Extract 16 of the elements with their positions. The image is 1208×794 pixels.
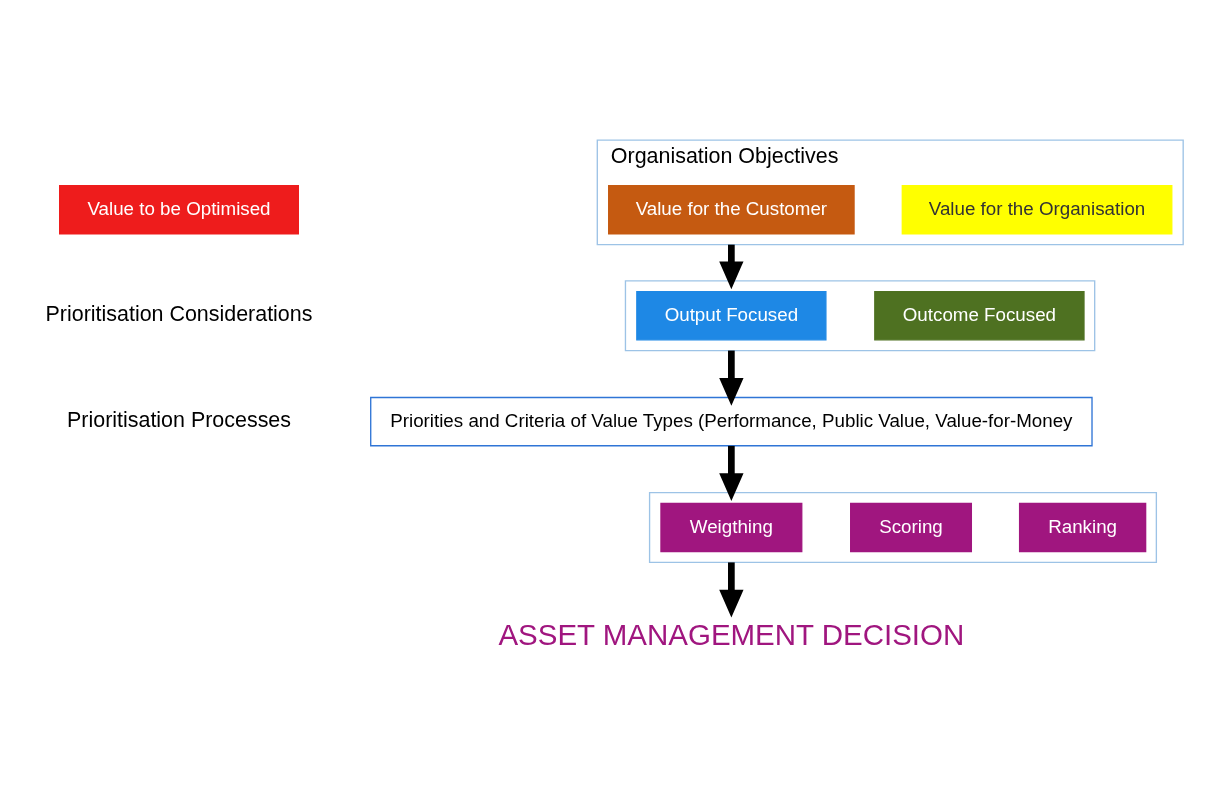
node-box: Outcome Focused	[874, 290, 1085, 341]
node-box: Value to be Optimised	[59, 184, 299, 235]
node-box: Value for the Organisation	[901, 184, 1173, 235]
node-box: Weigthing	[660, 502, 803, 552]
node-text: ASSET MANAGEMENT DECISION	[498, 617, 965, 651]
arrow	[719, 445, 744, 501]
node-box: Output Focused	[636, 290, 827, 341]
label: Prioritisation Considerations	[45, 301, 313, 326]
node-box: Priorities and Criteria of Value Types (Performance, Public Value, Value-for-Money	[370, 396, 1093, 446]
label: Prioritisation Processes	[67, 407, 291, 432]
node-box: Ranking	[1018, 502, 1147, 552]
cluster	[624, 279, 1096, 351]
arrow	[719, 561, 744, 617]
node-box: Scoring	[850, 502, 972, 552]
cluster	[648, 491, 1158, 563]
node-box: Value for the Customer	[608, 184, 855, 235]
